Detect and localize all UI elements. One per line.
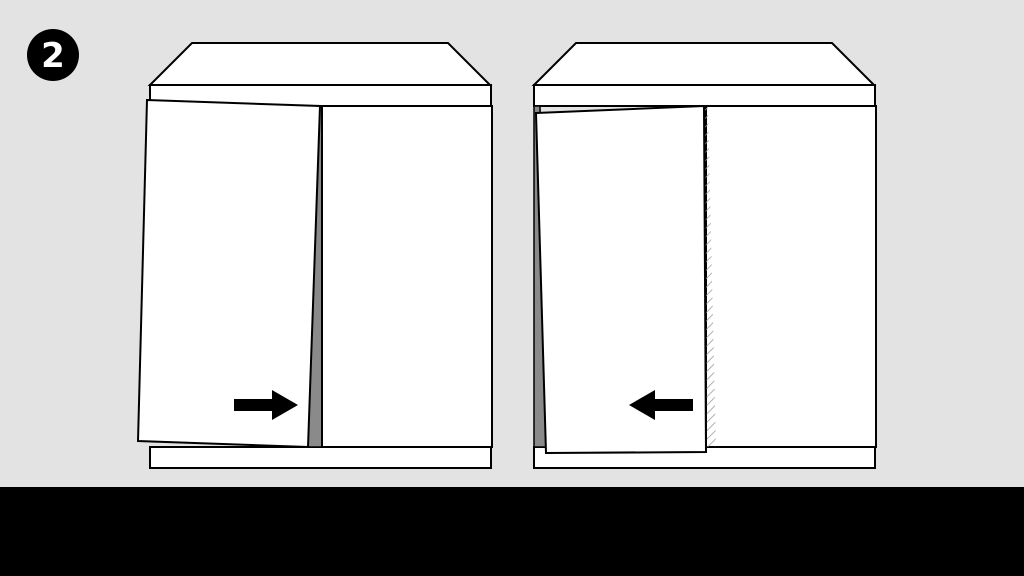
cabinet-top-right: [531, 42, 877, 86]
step-number: 2: [41, 36, 65, 76]
fixed-door-left-panel: [321, 105, 493, 448]
panel-left: [136, 42, 493, 469]
cabinet-top-left: [147, 42, 493, 86]
step-badge-circle: [27, 29, 79, 81]
cabinet-bottom-rail-left: [149, 446, 492, 469]
tilted-door-right-panel: [534, 104, 708, 455]
arrow-right-icon: [234, 390, 298, 420]
bottom-bar: [0, 487, 1024, 576]
arrow-left-icon: [629, 390, 693, 420]
step-badge: 2: [27, 29, 79, 81]
door-overlap-hatch: [704, 106, 716, 447]
fixed-door-right-panel: [705, 105, 877, 448]
tilted-door-left-panel: [136, 98, 322, 449]
cabinet-top-rail-right: [533, 84, 876, 107]
panel-right: [531, 42, 877, 469]
